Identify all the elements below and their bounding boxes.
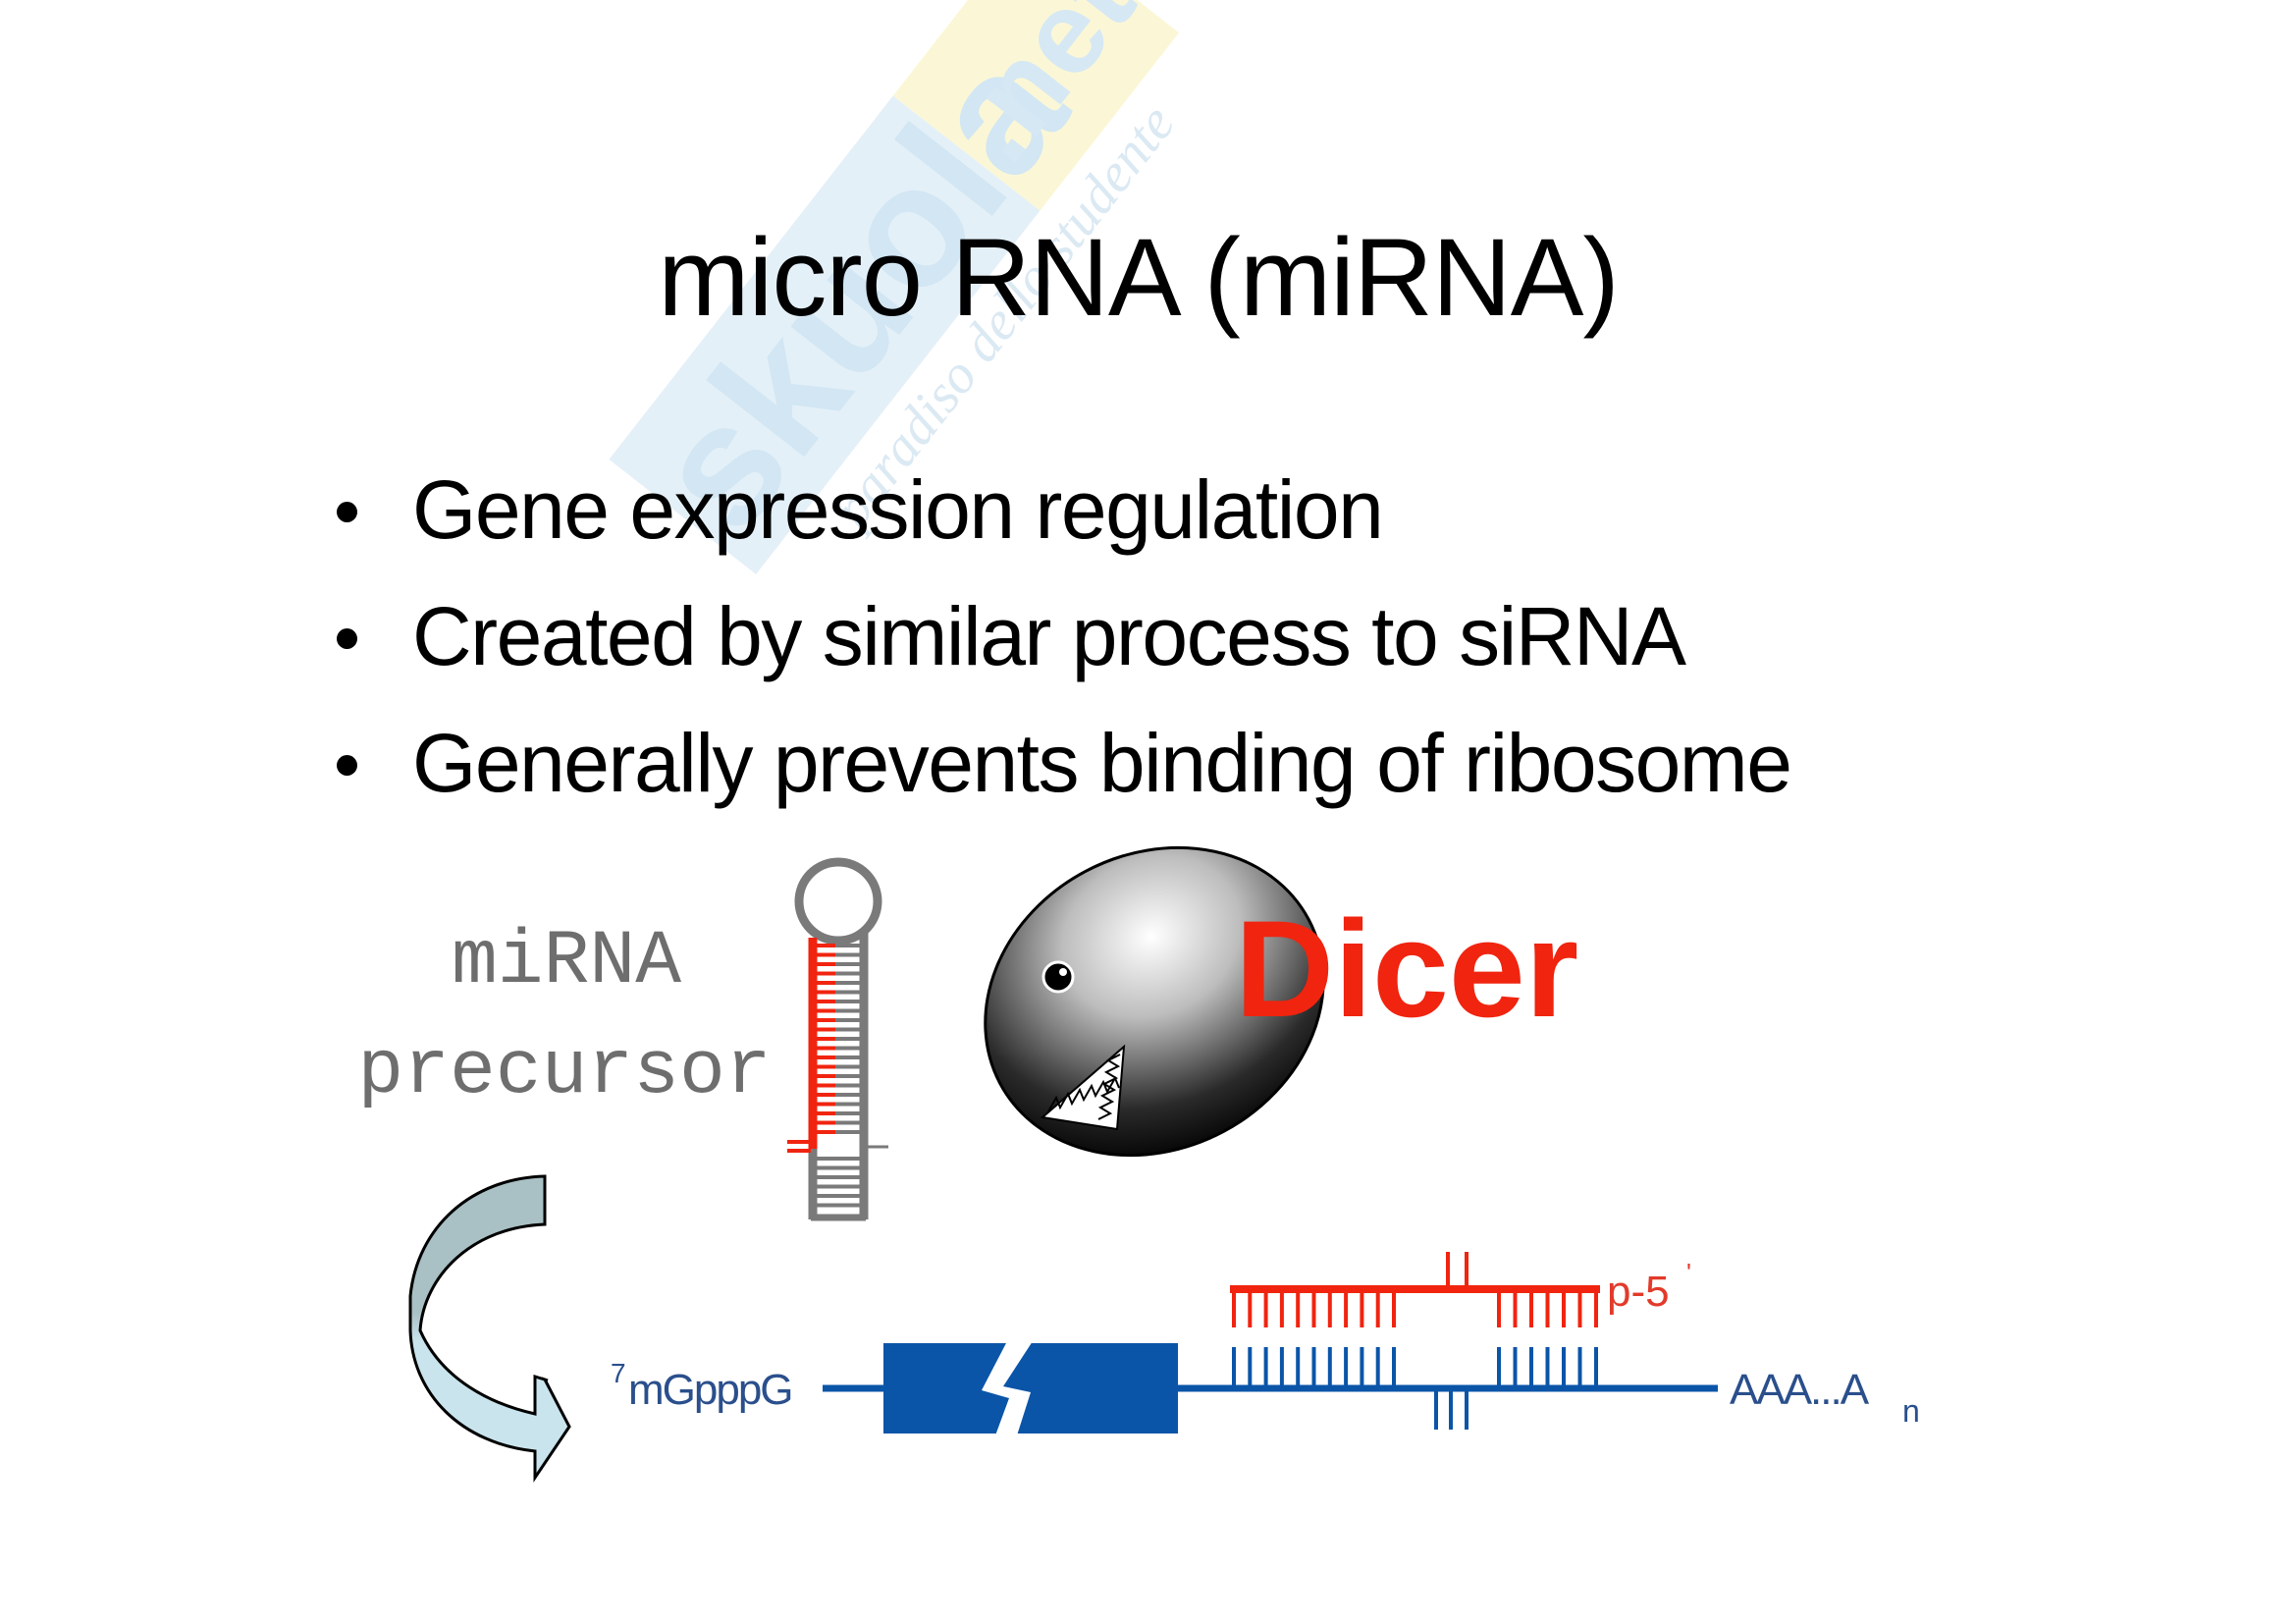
- mirna-end-label: p-5: [1607, 1268, 1670, 1316]
- hairpin-loop: [794, 857, 882, 946]
- cap-label: mGpppG: [628, 1366, 792, 1414]
- dicer-eye-shine: [1059, 968, 1067, 976]
- dicer-eye: [1041, 960, 1075, 994]
- bullet-dot-icon: [337, 755, 357, 776]
- bullet-item: Created by similar process to siRNA: [329, 573, 1790, 700]
- coding-break-icon: [982, 1341, 1033, 1435]
- mrna-coding-block: [883, 1343, 1178, 1434]
- tail-label: AAA...A: [1730, 1366, 1870, 1414]
- dicer-icon: Dicer: [984, 845, 1578, 1158]
- bullet-item: Gene expression regulation: [329, 447, 1790, 573]
- precursor-label-line1: miRNA: [452, 919, 681, 1005]
- dicer-label: Dicer: [1235, 892, 1578, 1046]
- slide-title: micro RNA (miRNA): [0, 214, 2296, 342]
- slide-title-text: micro RNA (miRNA): [658, 216, 1620, 339]
- dicer-body: [984, 845, 1325, 1158]
- bullet-list: Gene expression regulation Created by si…: [329, 447, 1792, 827]
- mrna-diagram: 7 mGpppG AAA...A n: [611, 1341, 1920, 1435]
- mirna-base-ticks: [1232, 1252, 1598, 1327]
- bullet-dot-icon: [337, 502, 357, 522]
- bullet-item: Generally prevents binding of ribosome: [329, 700, 1792, 827]
- curved-arrow-icon: [408, 1174, 571, 1483]
- mrna-base-ticks: [1232, 1347, 1598, 1430]
- tail-subscript: n: [1902, 1393, 1920, 1429]
- mirna-strand: p-5 ': [1230, 1252, 1691, 1327]
- bullet-text: Generally prevents binding of ribosome: [412, 717, 1792, 809]
- bullet-dot-icon: [337, 628, 357, 649]
- hairpin-rungs: [815, 944, 862, 1208]
- precursor-label-line2: precursor: [357, 1029, 771, 1115]
- mirna-end-prime: ': [1686, 1258, 1691, 1287]
- cap-superscript: 7: [611, 1358, 626, 1388]
- hairpin-icon: [787, 857, 888, 1221]
- dicer-teeth: [1047, 1054, 1121, 1120]
- bullet-text: Gene expression regulation: [412, 463, 1384, 556]
- bullet-text: Created by similar process to siRNA: [412, 590, 1686, 682]
